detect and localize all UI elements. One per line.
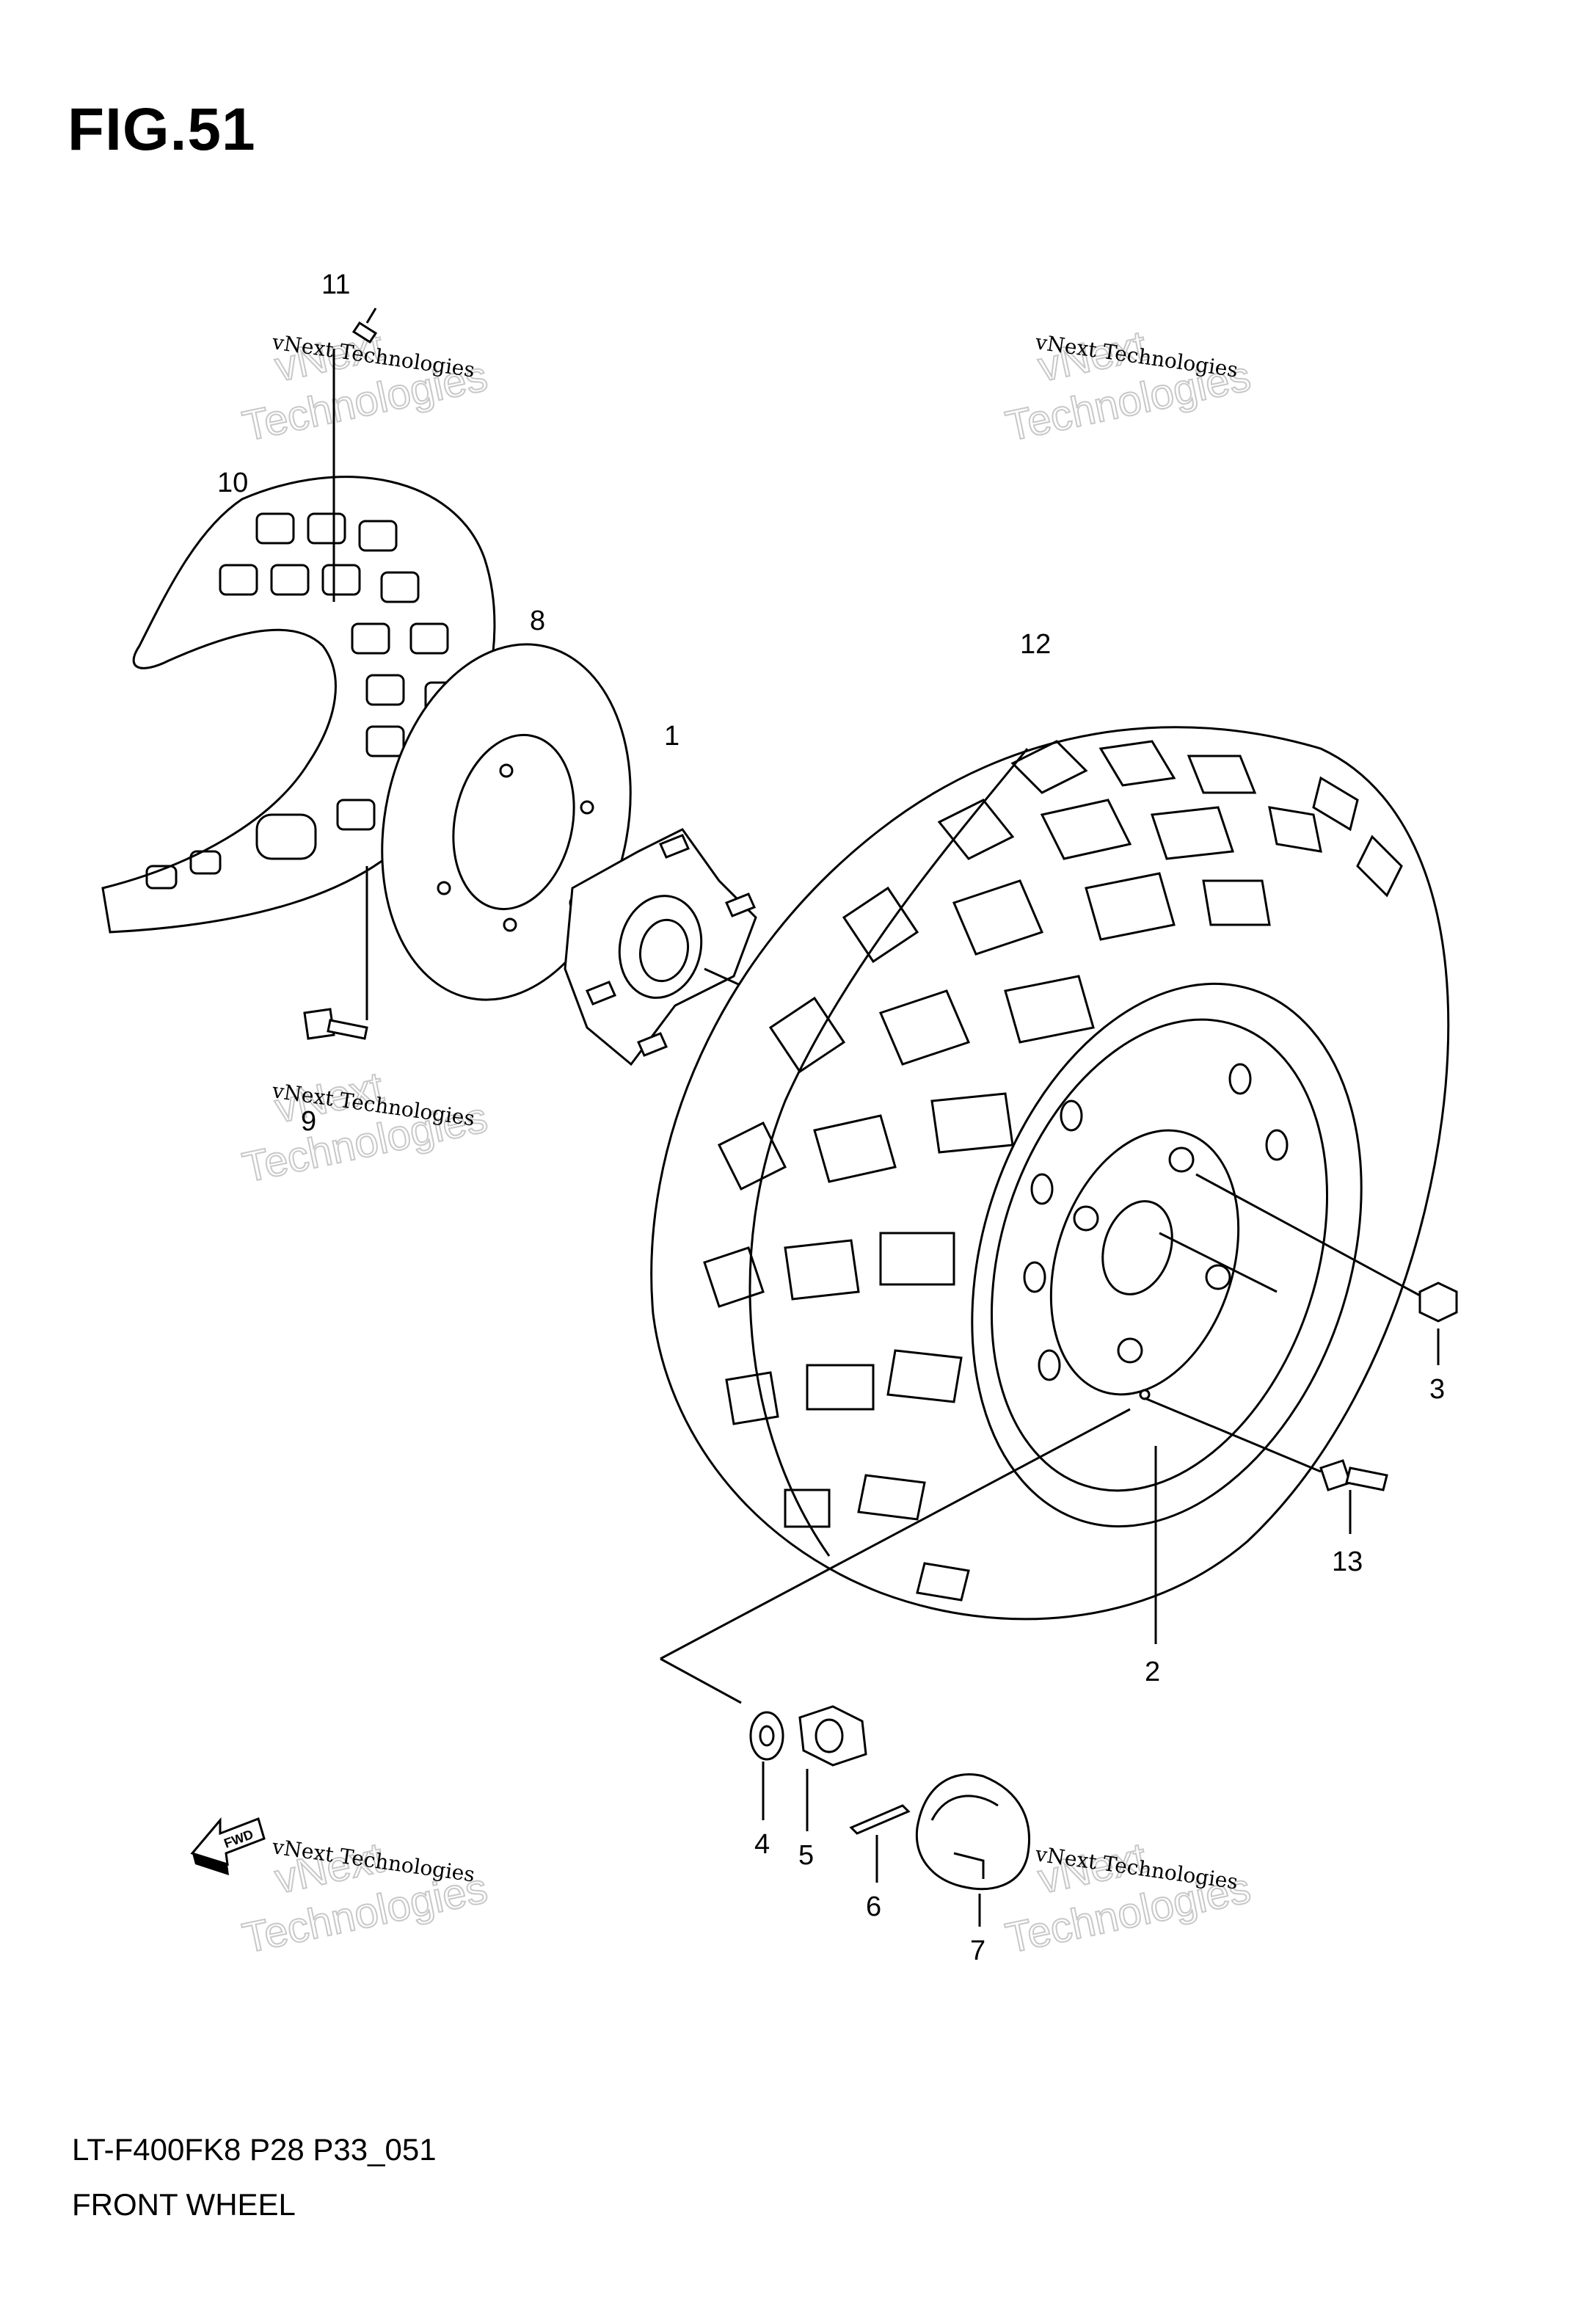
watermark-2: vNext Technologies vNext Technologies <box>991 302 1256 451</box>
callout-1: 1 <box>664 721 679 752</box>
figure-title: FIG.51 <box>68 96 256 163</box>
callout-2: 2 <box>1145 1657 1160 1687</box>
model-code: LT-F400FK8 P28 P33_051 <box>72 2132 437 2167</box>
watermark-6: vNext Technologies vNext Technologies <box>1001 1833 1256 1963</box>
callout-8: 8 <box>530 606 545 636</box>
callout-7: 7 <box>970 1935 985 1966</box>
callout-3: 3 <box>1429 1374 1445 1405</box>
fwd-arrow-icon: FWD <box>190 1817 266 1875</box>
part-2-rim <box>971 982 1363 1644</box>
part-6-cotter-pin <box>849 1804 911 1883</box>
callout-10: 10 <box>217 468 248 498</box>
tire-tread <box>703 740 1403 1602</box>
callout-labels: 1 2 3 4 5 6 7 8 9 10 11 12 13 <box>217 269 1445 1966</box>
part-8-brake-disc <box>381 643 632 1001</box>
callout-12: 12 <box>1020 629 1051 660</box>
callout-4: 4 <box>754 1829 770 1860</box>
callout-6: 6 <box>866 1891 881 1922</box>
svg-text:vNext Technologies: vNext Technologies <box>991 302 1254 450</box>
bracket-line <box>660 1657 742 1704</box>
section-name: FRONT WHEEL <box>72 2187 296 2222</box>
part-7-hub-cap <box>915 1773 1030 1927</box>
callout-5: 5 <box>798 1840 814 1871</box>
part-1-front-hub <box>564 828 786 1066</box>
callout-9: 9 <box>301 1106 316 1137</box>
part-4-washer <box>749 1711 784 1820</box>
svg-text:vNext Technologies: vNext Technologies <box>227 1814 491 1962</box>
part-11-screw <box>351 308 378 344</box>
bracket-line <box>660 1408 1131 1660</box>
callout-13: 13 <box>1332 1546 1363 1577</box>
part-5-castle-nut <box>798 1705 867 1831</box>
part-9-disc-bolt <box>303 866 368 1040</box>
guard-holes <box>145 512 464 890</box>
watermark-5: vNext Technologies vNext Technologies <box>227 1814 492 1963</box>
part-13-valve <box>1144 1397 1388 1534</box>
callout-11: 11 <box>321 269 350 300</box>
watermark-3: vNext Technologies vNext Technologies <box>238 1062 492 1192</box>
part-3-wheel-nut <box>1159 1173 1458 1365</box>
